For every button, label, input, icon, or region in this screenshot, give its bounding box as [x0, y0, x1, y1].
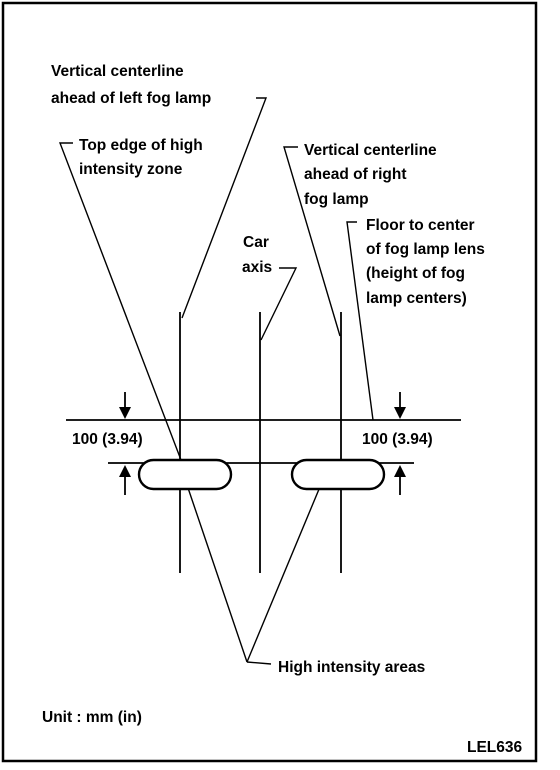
dimension-arrow-right-top-head: [394, 407, 406, 419]
car-axis-leader: [260, 267, 298, 341]
top-edge-label-line1: Top edge of high: [79, 137, 203, 154]
left-centerline-leader: [181, 97, 268, 319]
dimension-left-label: 100 (3.94): [72, 431, 143, 448]
floor-to-center-label-line4: lamp centers): [366, 290, 467, 307]
high-intensity-area-left: [137, 458, 233, 491]
high-intensity-leader-tail: [246, 661, 272, 665]
floor-to-center-leader: [346, 221, 374, 421]
left-centerline-label-line1: Vertical centerline: [51, 63, 184, 80]
right-centerline-label-line2: ahead of right: [304, 166, 406, 183]
right-centerline-leader: [283, 146, 341, 337]
high-intensity-leader-left: [185, 481, 248, 663]
dimension-arrow-left-top-head: [119, 407, 131, 419]
floor-to-center-label-line3: (height of fog: [366, 265, 465, 282]
dimension-right-label: 100 (3.94): [362, 431, 433, 448]
car-axis-label-line2: axis: [242, 259, 272, 276]
car-axis-label-line1: Car: [243, 234, 269, 251]
high-intensity-leader-right: [246, 481, 323, 663]
right-centerline-label-line3: fog lamp: [304, 191, 369, 208]
dimension-arrow-right-bottom-head: [394, 465, 406, 477]
high-intensity-area-right: [290, 458, 386, 491]
right-centerline-label-line1: Vertical centerline: [304, 142, 437, 159]
high-intensity-areas-label: High intensity areas: [278, 659, 425, 676]
top-edge-label-line2: intensity zone: [79, 161, 183, 178]
floor-to-center-label-line2: of fog lamp lens: [366, 241, 485, 258]
unit-label: Unit : mm (in): [42, 709, 142, 726]
top-edge-leader: [58, 142, 182, 461]
left-centerline-label-line2: ahead of left fog lamp: [51, 90, 211, 107]
dimension-arrow-left-bottom-head: [119, 465, 131, 477]
floor-to-center-label-line1: Floor to center: [366, 217, 475, 234]
figure-code-label: LEL636: [467, 739, 523, 756]
diagram-frame: [1, 1, 538, 763]
